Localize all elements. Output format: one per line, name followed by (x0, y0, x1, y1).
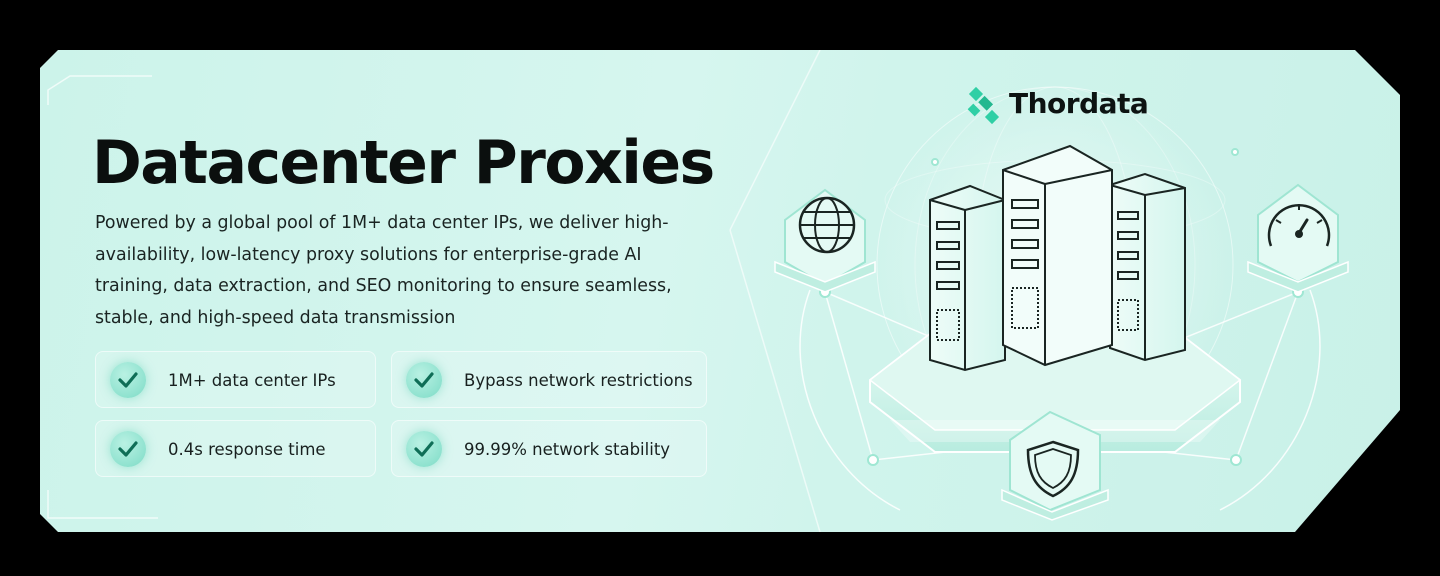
check-icon (110, 362, 146, 398)
feature-label: Bypass network restrictions (464, 371, 693, 390)
feature-label: 0.4s response time (168, 440, 326, 459)
check-icon (406, 431, 442, 467)
check-icon (110, 431, 146, 467)
feature-item: 1M+ data center IPs (95, 351, 376, 408)
feature-item: Bypass network restrictions (391, 351, 707, 408)
brand-logo: Thordata (965, 86, 1205, 128)
feature-label: 1M+ data center IPs (168, 371, 336, 390)
feature-list: 1M+ data center IPs Bypass network restr… (95, 351, 710, 481)
feature-item: 0.4s response time (95, 420, 376, 477)
page-title: Datacenter Proxies (92, 128, 715, 198)
feature-label: 99.99% network stability (464, 440, 671, 459)
description: Powered by a global pool of 1M+ data cen… (95, 213, 672, 328)
check-icon (406, 362, 442, 398)
server-icon (929, 144, 1186, 372)
globe-icon (774, 188, 876, 293)
banner-card: Datacenter Proxies Powered by a global p… (40, 50, 1400, 532)
shield-icon (1001, 410, 1109, 521)
feature-item: 99.99% network stability (391, 420, 707, 477)
logo-icon (967, 86, 1000, 125)
speedometer-icon (1247, 183, 1349, 293)
server-illustration (774, 85, 1349, 521)
brand-name: Thordata (1009, 87, 1149, 120)
